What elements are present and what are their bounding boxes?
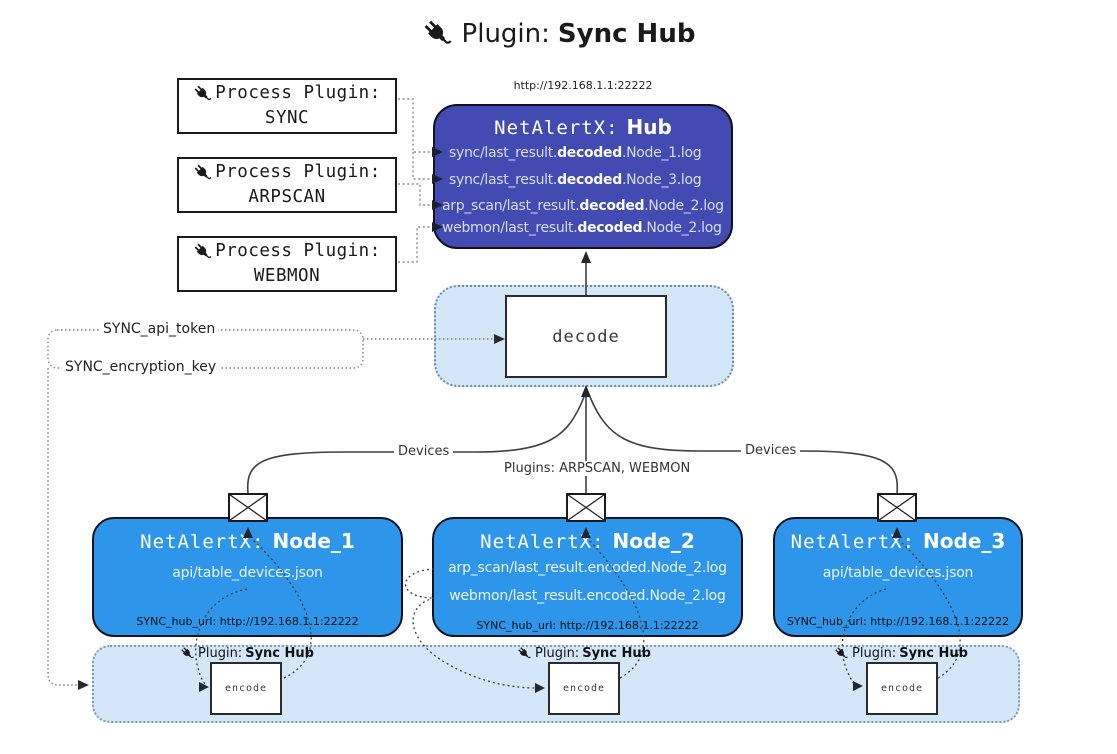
hub-log-line: sync/last_result.decoded.Node_1.log: [449, 145, 702, 161]
edge-label-plugins: Plugins: ARPSCAN, WEBMON: [500, 461, 695, 476]
connector-plugins-to-hub: [398, 98, 431, 263]
edge-label-devices-left: Devices: [394, 444, 454, 459]
node-file: arp_scan/last_result.encoded.Node_2.log: [448, 560, 727, 576]
page-title-prefix: Plugin:: [461, 19, 550, 49]
envelope-icon: [228, 493, 268, 522]
plug-icon: [193, 162, 214, 183]
node-title: NetAlertX:Node_1: [140, 529, 355, 553]
node-hub-url: SYNC_hub_url: http://192.168.1.1:22222: [786, 615, 1010, 628]
hub-log-line: webmon/last_result.decoded.Node_2.log: [442, 220, 722, 236]
hub-box: NetAlertX: Hub sync/last_result.decoded.N…: [433, 104, 733, 249]
encode-plugin-label: Plugin:Sync Hub: [821, 646, 981, 661]
process-plugin-label: Process Plugin:: [215, 162, 381, 182]
node-hub-url: SYNC_hub_url: http://192.168.1.1:22222: [476, 619, 699, 632]
encode-plugin-label: Plugin:Sync Hub: [167, 646, 327, 661]
encode-box: encode: [866, 662, 938, 715]
hub-title: NetAlertX: Hub: [435, 115, 731, 139]
plug-icon: [193, 83, 214, 104]
envelope-icon: [566, 493, 606, 522]
process-plugin-label: Process Plugin:: [215, 83, 381, 103]
node-box-node-2: NetAlertX:Node_2 arp_scan/last_result.en…: [432, 517, 743, 637]
encode-plugin-label: Plugin:Sync Hub: [504, 646, 664, 661]
node-file: api/table_devices.json: [172, 565, 323, 581]
process-plugin-name: SYNC: [264, 108, 310, 128]
hub-title-prefix: NetAlertX:: [494, 117, 619, 139]
node-title: NetAlertX:Node_3: [790, 529, 1006, 553]
hub-title-name: Hub: [626, 115, 672, 139]
decode-box: decode: [505, 295, 667, 378]
plug-icon: [421, 18, 454, 50]
process-plugin-box-sync: Process Plugin: SYNC: [177, 78, 397, 134]
hub-url: http://192.168.1.1:22222: [513, 79, 653, 92]
envelope-icon: [877, 493, 917, 522]
node-file: webmon/last_result.encoded.Node_2.log: [449, 588, 726, 604]
process-plugin-name: ARPSCAN: [248, 187, 326, 207]
hub-log-line: sync/last_result.decoded.Node_3.log: [449, 172, 702, 188]
decode-label: decode: [552, 326, 620, 347]
process-plugin-box-webmon: Process Plugin: WEBMON: [177, 236, 397, 292]
encode-box: encode: [548, 662, 620, 715]
process-plugin-label: Process Plugin:: [215, 241, 381, 261]
plug-icon: [193, 241, 214, 262]
process-plugin-box-arpscan: Process Plugin: ARPSCAN: [177, 157, 397, 213]
plug-icon: [834, 646, 849, 661]
setting-encryption-key-label: SYNC_encryption_key: [62, 359, 220, 375]
node-box-node-1: NetAlertX:Node_1 api/table_devices.json …: [92, 517, 403, 637]
page-title: Plugin: Sync Hub: [0, 18, 1117, 50]
edge-label-devices-right: Devices: [741, 443, 801, 458]
node-file: api/table_devices.json: [822, 565, 974, 581]
node-box-node-3: NetAlertX:Node_3 api/table_devices.json …: [773, 517, 1023, 637]
page-title-name: Sync Hub: [557, 19, 696, 49]
node-title: NetAlertX:Node_2: [480, 529, 695, 553]
plug-icon: [180, 646, 195, 661]
encode-box: encode: [210, 662, 282, 715]
plug-icon: [517, 646, 532, 661]
process-plugin-name: WEBMON: [253, 266, 321, 286]
node-hub-url: SYNC_hub_url: http://192.168.1.1:22222: [136, 615, 359, 628]
setting-api-token-label: SYNC_api_token: [100, 321, 219, 337]
hub-log-line: arp_scan/last_result.decoded.Node_2.log: [442, 198, 724, 214]
